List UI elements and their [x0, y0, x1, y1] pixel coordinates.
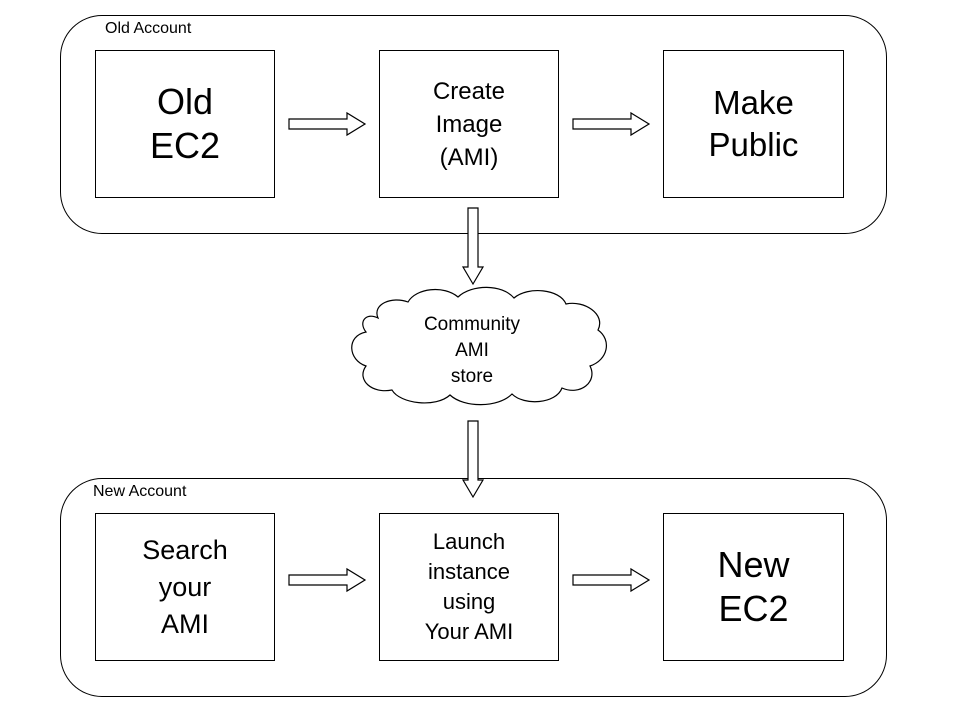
community-store-cloud [351, 286, 607, 406]
make-public-box: Make Public [663, 50, 844, 198]
community-store-line-3: store [450, 366, 494, 387]
arrow-create-image-to-community-store [461, 207, 485, 286]
old-ec2-line-2: EC2 [149, 125, 221, 166]
new-ec2-line-2: EC2 [718, 588, 789, 629]
arrow-community-store-to-launch-instance [461, 420, 485, 499]
create-image-line-2: Image [435, 110, 503, 138]
search-ami-line-3: AMI [160, 608, 209, 639]
make-public-line-1: Make [713, 84, 794, 121]
arrow-search-ami-to-launch-instance [288, 567, 367, 593]
community-store-line-1: Community [423, 314, 521, 335]
launch-instance-box: Launch instance using Your AMI [379, 513, 559, 661]
arrow-old-ec2-to-create-image [288, 111, 367, 137]
new-account-label: New Account [93, 483, 187, 500]
make-public-line-2: Public [708, 126, 799, 163]
old-ec2-line-1: Old [156, 81, 214, 122]
old-account-label: Old Account [105, 20, 192, 37]
new-ec2-line-1: New [717, 544, 790, 585]
create-image-box: Create Image (AMI) [379, 50, 559, 198]
launch-instance-line-4: Your AMI [424, 619, 514, 644]
search-ami-box: Search your AMI [95, 513, 275, 661]
launch-instance-line-3: using [442, 589, 496, 614]
create-image-line-3: (AMI) [439, 143, 499, 171]
launch-instance-line-1: Launch [432, 529, 506, 554]
search-ami-line-1: Search [142, 534, 228, 565]
old-ec2-box: Old EC2 [95, 50, 275, 198]
create-image-line-1: Create [432, 77, 506, 105]
new-ec2-box: New EC2 [663, 513, 844, 661]
arrow-create-image-to-make-public [572, 111, 651, 137]
arrow-launch-instance-to-new-ec2 [572, 567, 651, 593]
community-store-line-2: AMI [455, 340, 489, 361]
community-store-text: Community AMI store [392, 312, 552, 390]
launch-instance-line-2: instance [428, 559, 510, 584]
search-ami-line-2: your [158, 571, 212, 602]
